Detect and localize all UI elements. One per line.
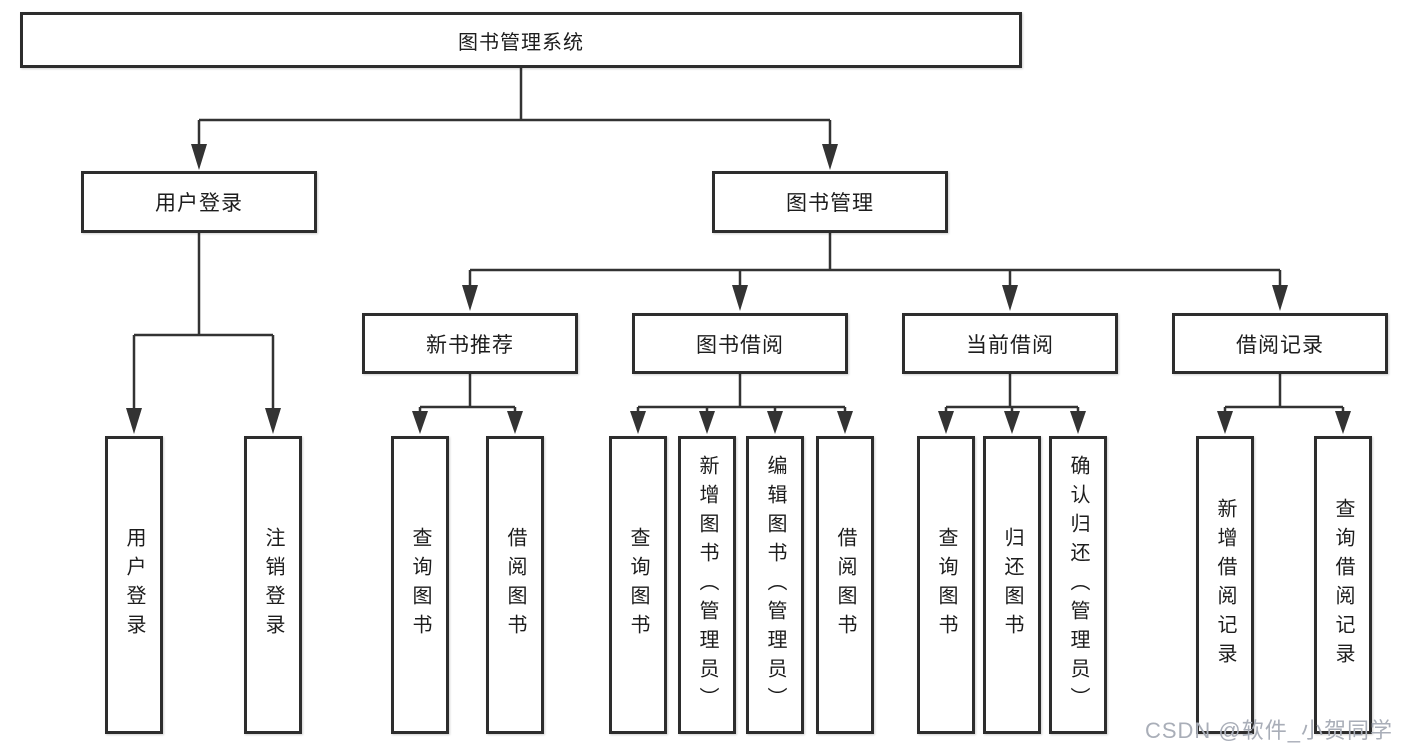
arrow-icon	[630, 411, 646, 434]
node-borrow-records: 借阅记录	[1172, 313, 1388, 374]
connector-user-login-to-leaves	[132, 233, 275, 412]
leaf-cb-query-books: 查询图书	[917, 436, 975, 734]
arrow-icon	[462, 285, 478, 311]
leaf-logout: 注销登录	[244, 436, 302, 734]
arrow-icon	[938, 411, 954, 434]
leaf-user-login: 用户登录	[105, 436, 163, 734]
node-new-book-recommend: 新书推荐	[362, 313, 578, 374]
leaf-nbr-borrow-books: 借阅图书	[486, 436, 544, 734]
leaf-bb-borrow-books: 借阅图书	[816, 436, 874, 734]
leaf-rec-query-record: 查询借阅记录	[1314, 436, 1372, 734]
leaf-bb-add-books-admin: 新增图书（管理员）	[678, 436, 736, 734]
connector-new-book-to-leaves	[418, 374, 517, 413]
node-book-management: 图书管理	[712, 171, 948, 233]
arrow-icon	[1004, 411, 1020, 434]
leaf-cb-confirm-return-admin: 确认归还（管理员）	[1049, 436, 1107, 734]
leaf-bb-edit-books-admin: 编辑图书（管理员）	[746, 436, 804, 734]
arrow-icon	[1002, 285, 1018, 311]
connector-records-to-leaves	[1223, 374, 1345, 413]
connector-root-to-level2	[197, 68, 832, 146]
arrow-icon	[732, 285, 748, 311]
arrow-icon	[265, 408, 281, 434]
node-user-login: 用户登录	[81, 171, 317, 233]
arrow-icon	[1217, 411, 1233, 434]
arrow-icon	[767, 411, 783, 434]
leaf-rec-add-record: 新增借阅记录	[1196, 436, 1254, 734]
arrow-icon	[1335, 411, 1351, 434]
arrowheads	[126, 144, 1351, 434]
arrow-icon	[126, 408, 142, 434]
connector-borrow-to-leaves	[636, 374, 847, 413]
connector-book-mgmt-to-level3	[468, 233, 1282, 287]
arrow-icon	[412, 411, 428, 434]
csdn-watermark: CSDN @软件_小贺同学	[1144, 718, 1393, 743]
arrow-icon	[191, 144, 207, 170]
connector-current-to-leaves	[944, 374, 1080, 413]
arrow-icon	[1070, 411, 1086, 434]
arrow-icon	[699, 411, 715, 434]
node-book-borrow: 图书借阅	[632, 313, 848, 374]
node-library-system: 图书管理系统	[20, 12, 1022, 68]
node-current-borrow: 当前借阅	[902, 313, 1118, 374]
arrow-icon	[822, 144, 838, 170]
leaf-nbr-query-books: 查询图书	[391, 436, 449, 734]
arrow-icon	[1272, 285, 1288, 311]
leaf-cb-return-books: 归还图书	[983, 436, 1041, 734]
leaf-bb-query-books: 查询图书	[609, 436, 667, 734]
arrow-icon	[507, 411, 523, 434]
arrow-icon	[837, 411, 853, 434]
